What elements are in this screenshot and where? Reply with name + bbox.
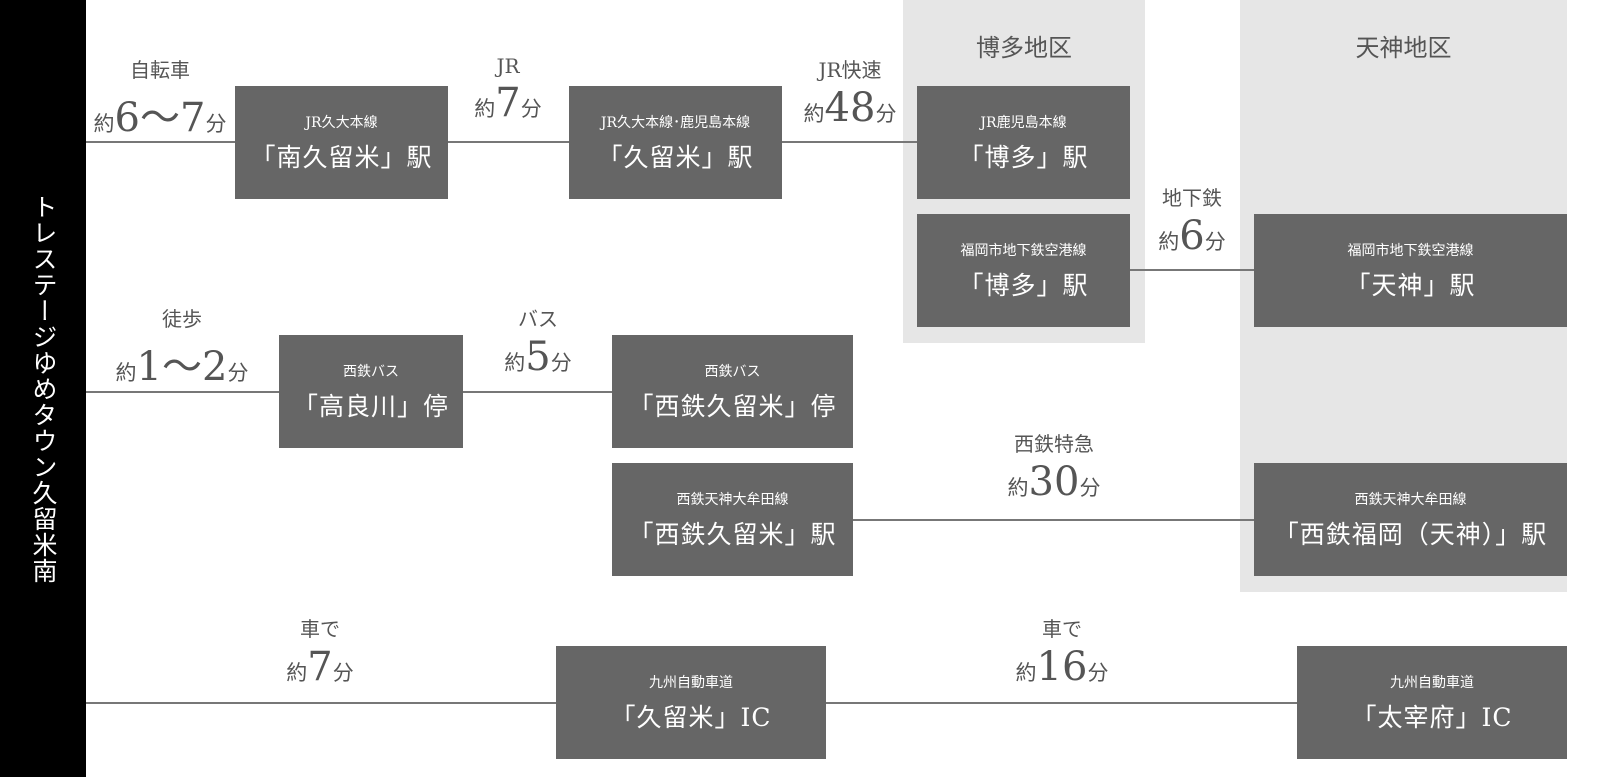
station-box: 西鉄バス「西鉄久留米」停 <box>612 335 853 448</box>
origin-label: トレステージゆめタウン久留米南 <box>29 193 58 584</box>
travel-time-label: バス約5分 <box>504 307 572 380</box>
travel-time-label: 地下鉄約6分 <box>1158 186 1226 259</box>
station-box: 福岡市地下鉄空港線「博多」駅 <box>917 214 1130 327</box>
route-line-jr <box>86 141 917 143</box>
travel-time-label: 徒歩約1～2分 <box>115 307 249 390</box>
route-line-nishitetsu <box>853 519 1254 521</box>
route-line-subway <box>1130 269 1254 271</box>
station-box: 西鉄天神大牟田線「西鉄久留米」駅 <box>612 463 853 576</box>
station-box: 九州自動車道「太宰府」IC <box>1297 646 1567 759</box>
origin-bar: トレステージゆめタウン久留米南 <box>0 0 86 777</box>
travel-time-label: 車で約7分 <box>286 617 354 690</box>
travel-time-label: 車で約16分 <box>1015 617 1109 690</box>
station-box: 西鉄天神大牟田線「西鉄福岡（天神）」駅 <box>1254 463 1567 576</box>
travel-time-label: JR快速約48分 <box>803 58 897 131</box>
hakata-area-title: 博多地区 <box>976 34 1072 62</box>
travel-time-label: 自転車約6～7分 <box>93 58 227 141</box>
station-box: 九州自動車道「久留米」IC <box>556 646 826 759</box>
station-box: 福岡市地下鉄空港線「天神」駅 <box>1254 214 1567 327</box>
station-box: 西鉄バス「高良川」停 <box>279 335 463 448</box>
station-box: JR久大本線「南久留米」駅 <box>235 86 448 199</box>
travel-time-label: 西鉄特急約30分 <box>1007 432 1101 505</box>
station-box: JR鹿児島本線「博多」駅 <box>917 86 1130 199</box>
station-box: JR久大本線･鹿児島本線「久留米」駅 <box>569 86 782 199</box>
tenjin-area-title: 天神地区 <box>1355 34 1452 62</box>
